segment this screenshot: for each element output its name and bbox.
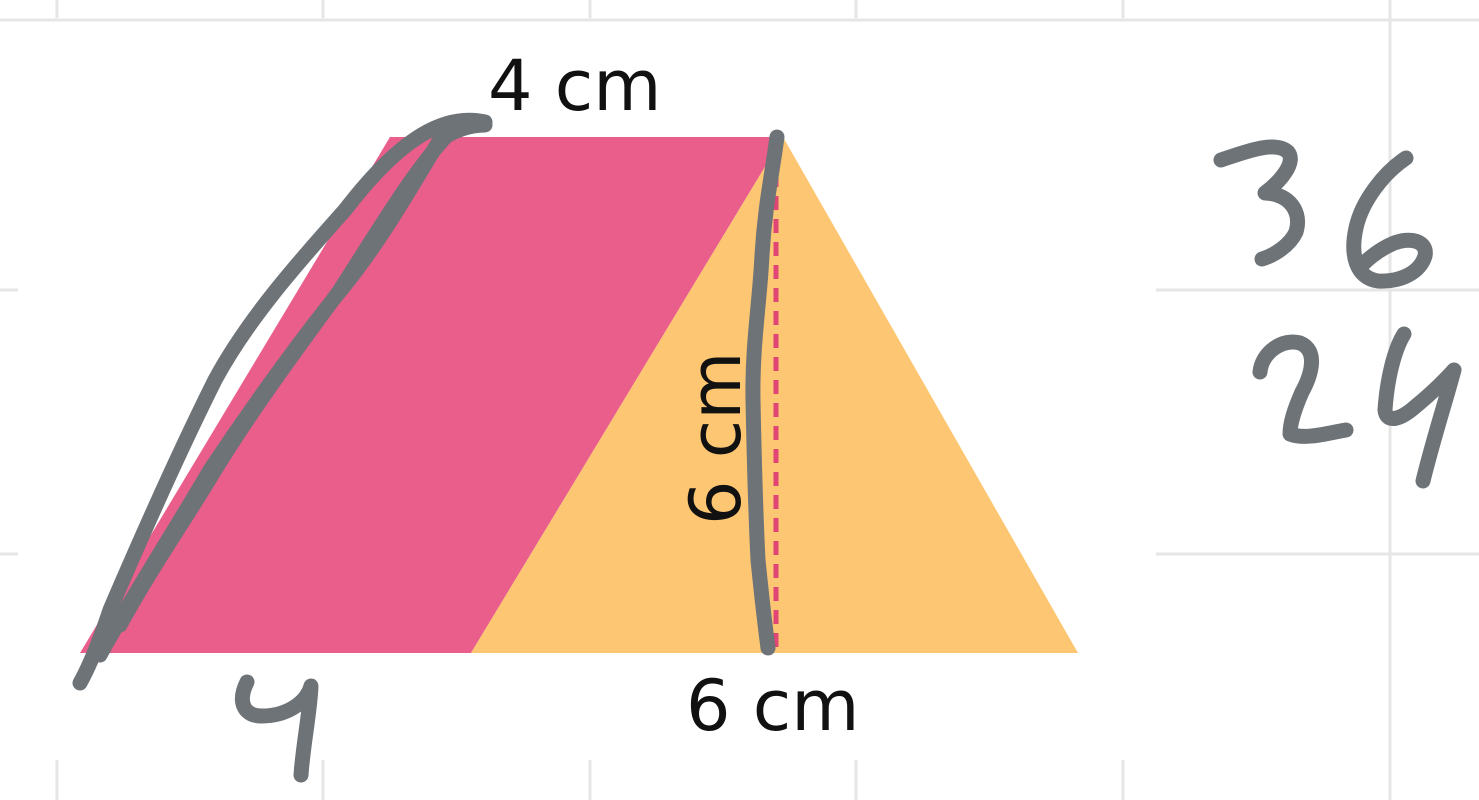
height-label: 6 cm — [675, 352, 757, 525]
pen-stroke-left-side-loop — [92, 114, 493, 663]
pen-stroke-left-side — [72, 112, 493, 691]
handwritten-two — [1252, 334, 1354, 444]
pen-stroke-height-line — [745, 129, 785, 656]
handwriting-layer — [72, 112, 1462, 783]
triangle-shape — [471, 137, 1078, 653]
handwritten-six — [1346, 150, 1433, 289]
top-side-label: 4 cm — [488, 45, 661, 127]
parallelogram-shape — [80, 137, 783, 653]
handwritten-four — [235, 674, 319, 783]
base-label: 6 cm — [686, 665, 859, 747]
handwritten-three — [1213, 139, 1305, 267]
handwritten-four-small — [1377, 326, 1462, 489]
